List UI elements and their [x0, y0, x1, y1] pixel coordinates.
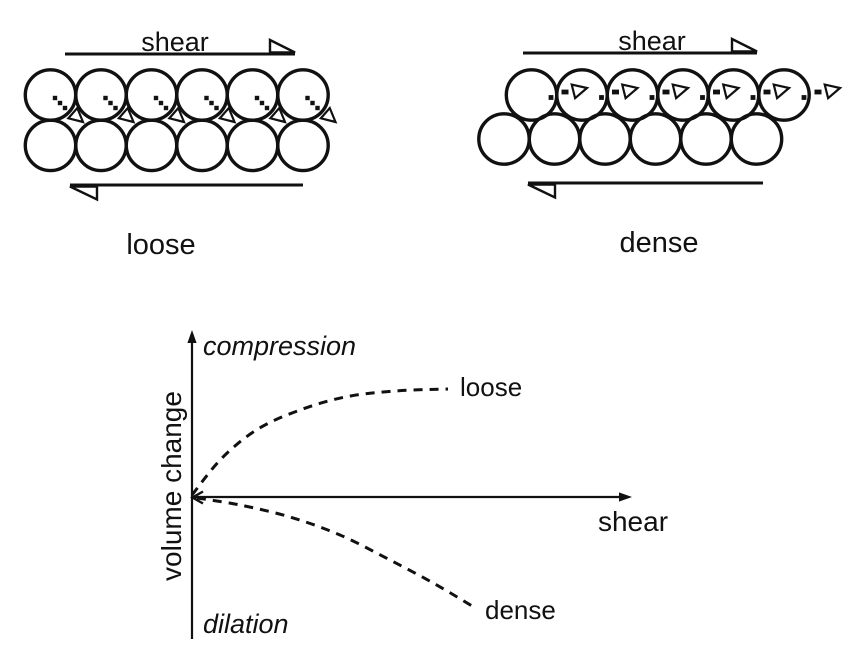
motion-dot	[254, 95, 260, 101]
loose-grain-circle	[225, 68, 280, 122]
dense-grain-circle	[757, 68, 811, 122]
motion-arrowhead	[772, 83, 792, 101]
shear-arrowhead-flag	[527, 183, 557, 200]
motion-dot	[153, 95, 159, 101]
motion-dot	[548, 95, 554, 100]
loose-grain-circle	[276, 118, 330, 173]
motion-arrowhead	[66, 105, 85, 124]
loose-curve	[190, 387, 449, 496]
motion-arrowhead	[268, 105, 287, 124]
loose-grain-circle	[74, 118, 128, 173]
motion-arrowhead	[671, 83, 691, 101]
compression-region-label: compression	[203, 331, 357, 361]
y-axis-label: volume change	[156, 391, 187, 581]
dense-shear-label: shear	[618, 26, 686, 56]
loose-grain-circle	[175, 68, 229, 122]
motion-dot	[662, 89, 670, 95]
motion-dot	[163, 105, 169, 111]
origin-arrowhead	[190, 490, 204, 505]
motion-dot	[214, 105, 219, 111]
x-axis-arrowhead	[619, 492, 632, 502]
motion-dot	[204, 95, 209, 101]
motion-arrowhead	[721, 83, 741, 101]
motion-dot	[305, 95, 310, 101]
motion-dot	[57, 100, 63, 106]
motion-dot	[612, 89, 619, 95]
motion-arrowhead	[570, 83, 590, 101]
motion-arrowhead	[167, 105, 186, 124]
motion-dot	[259, 100, 265, 106]
motion-dot	[801, 95, 807, 100]
dense-grain-circle	[477, 112, 531, 166]
loose-grain-circle	[23, 118, 78, 173]
motion-dot	[62, 105, 68, 111]
motion-arrowhead	[217, 105, 237, 124]
motion-dot	[103, 95, 108, 101]
dense-grain-circle	[729, 112, 784, 166]
motion-dot	[315, 105, 320, 111]
motion-dot	[209, 100, 214, 106]
motion-dot	[310, 100, 315, 106]
dense-grain-circle	[656, 68, 710, 122]
dense-grain-circle	[555, 68, 609, 122]
motion-dot	[158, 100, 164, 106]
loose-shear-label: shear	[141, 27, 209, 57]
motion-dot	[599, 95, 604, 100]
motion-dot	[700, 95, 705, 100]
loose-caption: loose	[126, 229, 196, 261]
shear-arrowhead-flag	[268, 38, 296, 54]
motion-arrowhead	[620, 83, 640, 101]
loose-grain-circle	[124, 68, 179, 122]
motion-dot	[713, 89, 720, 95]
dense-grain-circle	[504, 68, 559, 122]
dense-caption: dense	[619, 227, 699, 259]
motion-arrowhead	[116, 105, 136, 124]
loose-grain-circle	[23, 68, 78, 122]
loose-grain-circle	[175, 118, 229, 173]
y-axis-arrowhead	[187, 330, 197, 343]
loose-grain-circle	[276, 68, 330, 122]
dense-curve	[196, 496, 478, 611]
loose-grain-circle	[74, 68, 128, 122]
motion-dot	[264, 105, 270, 111]
motion-dot	[763, 89, 771, 95]
motion-dot	[561, 89, 569, 95]
dense-grain-circle	[706, 68, 761, 122]
dense-curve-label: dense	[485, 595, 556, 625]
dense-grain-circle	[605, 68, 660, 122]
motion-dot	[814, 89, 822, 95]
dilation-region-label: dilation	[203, 609, 289, 639]
motion-dot	[52, 95, 58, 101]
loose-grain-circle	[124, 118, 179, 173]
loose-grain-circle	[225, 118, 280, 173]
motion-dot	[113, 105, 118, 111]
loose-curve-label: loose	[460, 372, 523, 402]
motion-dot	[750, 95, 756, 100]
motion-dot	[649, 95, 655, 100]
shear-arrowhead-flag	[730, 37, 758, 53]
shear-arrowhead-flag	[69, 185, 99, 202]
motion-dot	[108, 100, 113, 106]
motion-arrowhead	[823, 83, 843, 101]
x-axis-label: shear	[597, 506, 669, 537]
motion-arrowhead	[318, 105, 338, 124]
